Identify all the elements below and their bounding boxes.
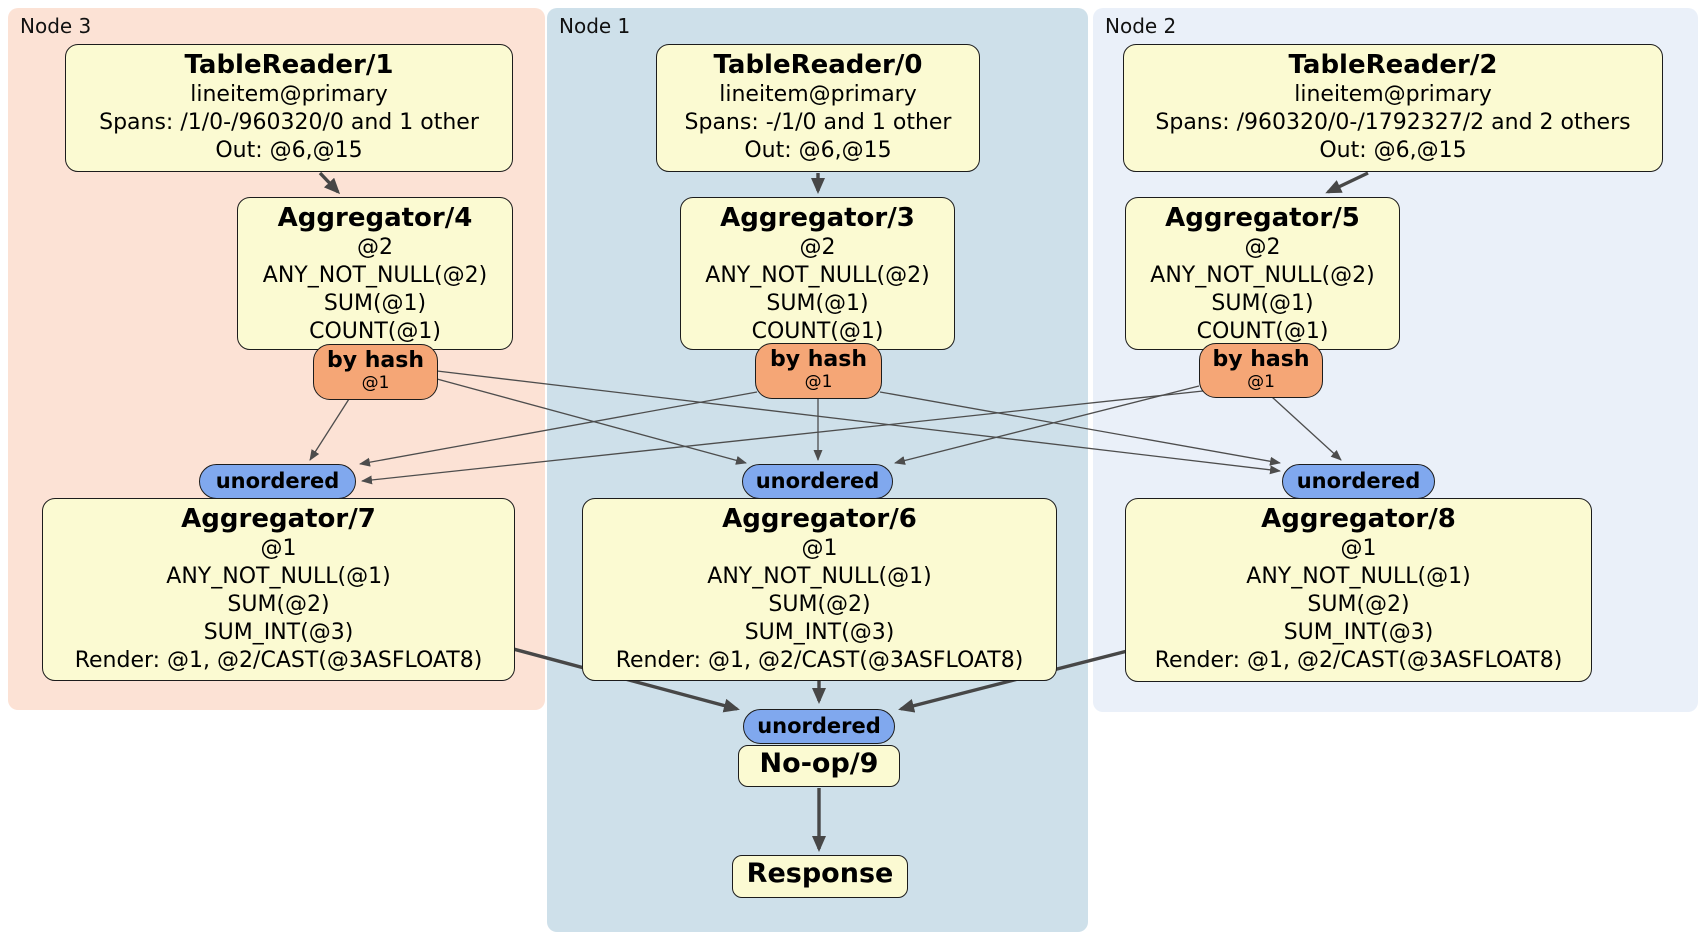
processor-line: lineitem@primary bbox=[1294, 82, 1492, 107]
processor-title: TableReader/2 bbox=[1288, 50, 1498, 80]
processor-line: ANY_NOT_NULL(@2) bbox=[262, 263, 488, 288]
processor-aggregator-8: Aggregator/8 @1 ANY_NOT_NULL(@1) SUM(@2)… bbox=[1125, 498, 1592, 682]
edge-hash4-sync8 bbox=[436, 370, 1281, 475]
processor-title: Aggregator/6 bbox=[722, 504, 917, 534]
processor-tablereader-1: TableReader/1 lineitem@primary Spans: /1… bbox=[65, 44, 513, 172]
region-node3-label: Node 3 bbox=[20, 14, 92, 38]
processor-line: Render: @1, @2/CAST(@3ASFLOAT8) bbox=[615, 648, 1024, 673]
sync-unordered-label: unordered bbox=[215, 469, 340, 493]
router-by-hash-label: by hash bbox=[326, 348, 424, 373]
edge-hash5-sync8 bbox=[1271, 396, 1342, 461]
router-by-hash-5: by hash @1 bbox=[1199, 343, 1323, 398]
processor-line: SUM(@2) bbox=[1307, 592, 1410, 617]
processor-line: ANY_NOT_NULL(@2) bbox=[1150, 263, 1375, 288]
processor-title: Aggregator/7 bbox=[181, 504, 376, 534]
processor-aggregator-4: Aggregator/4 @2 ANY_NOT_NULL(@2) SUM(@1)… bbox=[237, 197, 513, 350]
processor-line: @1 bbox=[1340, 536, 1377, 561]
edge-hash5-sync6 bbox=[894, 385, 1200, 465]
processor-title: Aggregator/3 bbox=[720, 203, 915, 233]
processor-line: Out: @6,@15 bbox=[744, 138, 892, 163]
edge-hash3-sync8 bbox=[879, 391, 1281, 466]
processor-line: Render: @1, @2/CAST(@3ASFLOAT8) bbox=[74, 648, 483, 673]
router-by-hash-4: by hash @1 bbox=[313, 344, 438, 400]
processor-line: SUM(@1) bbox=[1211, 291, 1314, 316]
processor-tablereader-0: TableReader/0 lineitem@primary Spans: -/… bbox=[656, 44, 980, 172]
processor-line: @2 bbox=[799, 235, 836, 260]
router-by-hash-label: by hash bbox=[769, 347, 867, 372]
edge-tr2-agg5 bbox=[1325, 171, 1369, 194]
router-by-hash-key: @1 bbox=[361, 373, 390, 393]
processor-aggregator-7: Aggregator/7 @1 ANY_NOT_NULL(@1) SUM(@2)… bbox=[42, 498, 515, 681]
processor-title: TableReader/0 bbox=[713, 50, 923, 80]
processor-title: No-op/9 bbox=[759, 748, 879, 779]
processor-line: SUM_INT(@3) bbox=[1283, 620, 1434, 645]
sync-unordered-6: unordered bbox=[742, 464, 893, 499]
edge-tr1-agg4 bbox=[318, 171, 341, 195]
edge-hash3-sync7 bbox=[359, 391, 758, 467]
processor-line: SUM_INT(@3) bbox=[744, 620, 895, 645]
sync-unordered-label: unordered bbox=[757, 714, 881, 738]
processor-line: ANY_NOT_NULL(@2) bbox=[705, 263, 930, 288]
edge-hash4-sync7 bbox=[309, 398, 350, 461]
edge-hash5-sync7 bbox=[361, 390, 1204, 485]
sync-unordered-label: unordered bbox=[755, 469, 880, 493]
processor-line: @2 bbox=[357, 235, 393, 260]
processor-line: Out: @6,@15 bbox=[215, 138, 363, 163]
processor-line: Spans: /960320/0-/1792327/2 and 2 others bbox=[1155, 110, 1631, 135]
processor-line: COUNT(@1) bbox=[309, 319, 441, 344]
processor-line: SUM(@1) bbox=[766, 291, 869, 316]
processor-aggregator-5: Aggregator/5 @2 ANY_NOT_NULL(@2) SUM(@1)… bbox=[1125, 197, 1400, 350]
processor-line: @1 bbox=[260, 536, 297, 561]
processor-line: Out: @6,@15 bbox=[1319, 138, 1467, 163]
processor-line: SUM(@2) bbox=[227, 592, 330, 617]
processor-line: lineitem@primary bbox=[719, 82, 917, 107]
router-by-hash-key: @1 bbox=[804, 372, 833, 392]
processor-line: COUNT(@1) bbox=[751, 319, 884, 344]
processor-title: Aggregator/5 bbox=[1165, 203, 1360, 233]
processor-line: SUM_INT(@3) bbox=[203, 620, 354, 645]
processor-line: Spans: -/1/0 and 1 other bbox=[684, 110, 952, 135]
sync-unordered-label: unordered bbox=[1296, 469, 1421, 493]
region-node1-label: Node 1 bbox=[559, 14, 631, 38]
processor-tablereader-2: TableReader/2 lineitem@primary Spans: /9… bbox=[1123, 44, 1663, 172]
router-by-hash-key: @1 bbox=[1247, 372, 1275, 392]
processor-title: Aggregator/4 bbox=[277, 203, 473, 233]
processor-line: @1 bbox=[801, 536, 838, 561]
processor-line: COUNT(@1) bbox=[1196, 319, 1329, 344]
sync-unordered-7: unordered bbox=[199, 464, 356, 499]
processor-line: Spans: /1/0-/960320/0 and 1 other bbox=[99, 110, 479, 135]
processor-line: lineitem@primary bbox=[190, 82, 388, 107]
sync-unordered-8: unordered bbox=[1282, 464, 1435, 499]
region-node2-label: Node 2 bbox=[1105, 14, 1177, 38]
router-by-hash-label: by hash bbox=[1212, 347, 1310, 372]
processor-line: ANY_NOT_NULL(@1) bbox=[166, 564, 391, 589]
router-by-hash-3: by hash @1 bbox=[755, 343, 882, 399]
processor-title: TableReader/1 bbox=[184, 50, 394, 80]
processor-line: Render: @1, @2/CAST(@3ASFLOAT8) bbox=[1154, 648, 1563, 673]
processor-noop-9: No-op/9 bbox=[738, 745, 900, 787]
processor-title: Aggregator/8 bbox=[1261, 504, 1456, 534]
sync-unordered-9: unordered bbox=[743, 709, 895, 744]
processor-line: SUM(@1) bbox=[323, 291, 427, 316]
processor-aggregator-3: Aggregator/3 @2 ANY_NOT_NULL(@2) SUM(@1)… bbox=[680, 197, 955, 350]
processor-line: SUM(@2) bbox=[768, 592, 871, 617]
processor-line: @2 bbox=[1244, 235, 1281, 260]
processor-title: Response bbox=[746, 858, 894, 889]
processor-response: Response bbox=[732, 855, 908, 898]
processor-line: ANY_NOT_NULL(@1) bbox=[1246, 564, 1471, 589]
edge-hash4-sync6 bbox=[436, 378, 747, 465]
processor-line: ANY_NOT_NULL(@1) bbox=[707, 564, 932, 589]
processor-aggregator-6: Aggregator/6 @1 ANY_NOT_NULL(@1) SUM(@2)… bbox=[582, 498, 1057, 681]
